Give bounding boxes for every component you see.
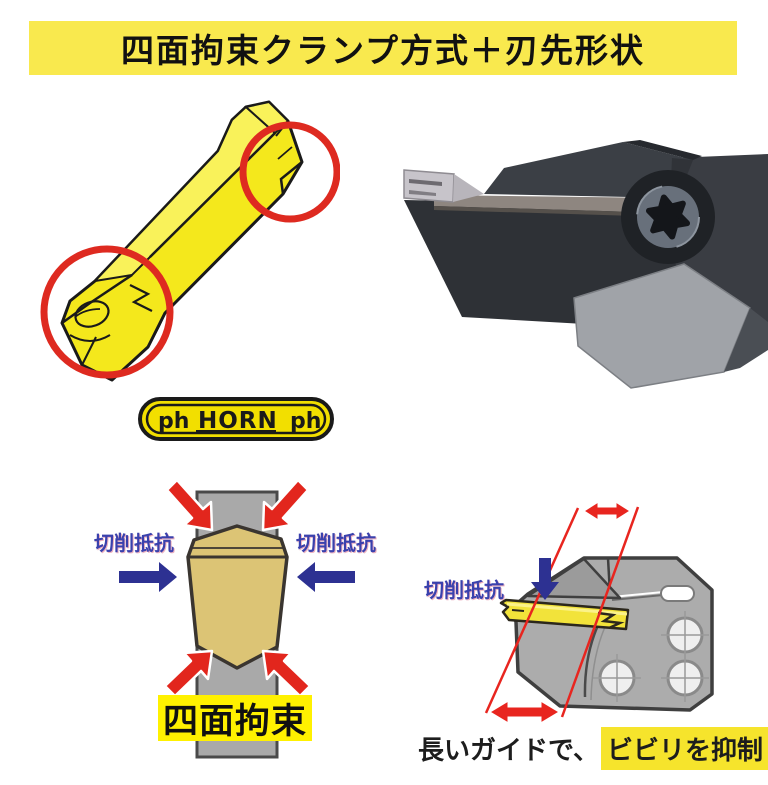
red-guide-line-right (560, 506, 640, 718)
red-clamp-arrows (163, 478, 312, 698)
highlight-circle-top-edge (239, 121, 340, 223)
cutting-force-label-right: 切削抵抗 (296, 531, 376, 555)
guide-length-diagram (484, 503, 714, 722)
page-title: 四面拘束クランプ方式＋刃先形状 (120, 31, 645, 70)
cutting-force-label-left: 切削抵抗 (94, 531, 174, 555)
blue-arrow-right (297, 562, 355, 592)
torx-screw (621, 170, 715, 264)
red-guide-line-left (484, 507, 580, 714)
insert-drawing (40, 100, 340, 382)
guide-length-annotation (484, 503, 640, 722)
title-banner: 四面拘束クランプ方式＋刃先形状 (29, 21, 737, 75)
red-arrow-bottom-left (163, 649, 214, 698)
horn-logo: ph HORN ph (138, 397, 334, 441)
blue-arrow-down (531, 558, 559, 600)
guide-caption: 長いガイドで、ビビリを抑制 (418, 726, 768, 770)
cutting-force-label-guide: 切削抵抗 (424, 578, 504, 602)
grooving-insert-shape (60, 100, 304, 382)
red-arrow-bottom-right (261, 649, 312, 698)
red-double-arrow-bottom (491, 702, 558, 722)
red-circle-highlights (40, 121, 340, 379)
guide-caption-highlight: ビビリを抑制 (600, 726, 768, 770)
red-double-arrow-top (585, 503, 629, 519)
logo-ph-right: ph (290, 409, 321, 434)
guide-caption-plain: 長いガイドで、 (418, 735, 599, 766)
logo-brand: HORN (198, 408, 278, 434)
tool-holder-photo (403, 140, 768, 389)
insert-cross-section (186, 524, 289, 670)
blue-force-arrows (119, 562, 355, 592)
carbide-insert-tip (403, 169, 484, 203)
logo-ph-left: ph (158, 409, 189, 434)
highlight-circle-bottom-edge (40, 245, 174, 379)
red-arrow-top-right (261, 478, 310, 532)
four-face-clamp-caption: 四面拘束 (158, 695, 312, 742)
blue-arrow-left (119, 562, 177, 592)
red-arrow-top-left (165, 478, 214, 532)
